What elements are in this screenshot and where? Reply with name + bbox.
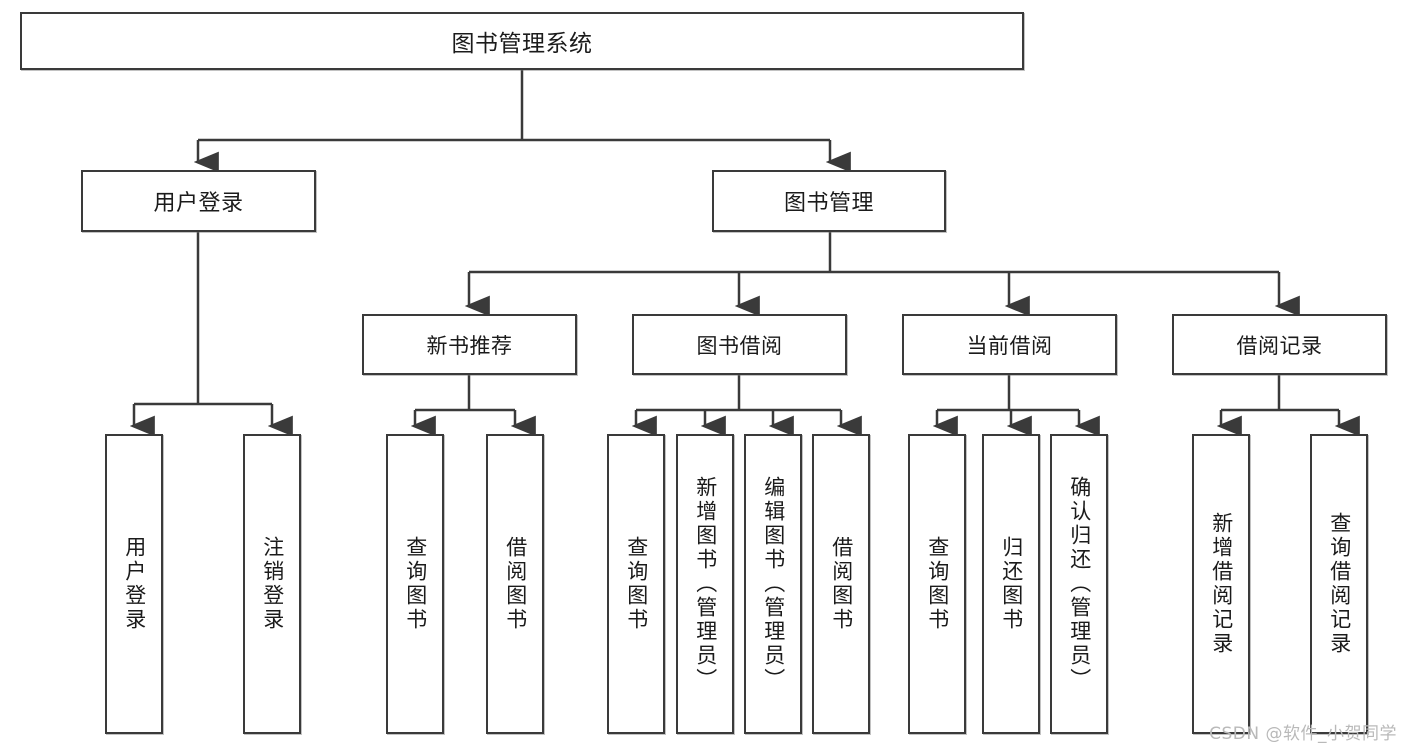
leaf-node[interactable]: 借阅图书 [486, 434, 544, 734]
leaf-node-label: 借阅图书 [503, 536, 528, 632]
leaf-node[interactable]: 借阅图书 [812, 434, 870, 734]
leaf-node[interactable]: 归还图书 [982, 434, 1040, 734]
node-root-label: 图书管理系统 [451, 31, 593, 57]
leaf-node-label: 注销登录 [260, 536, 285, 632]
leaf-node-label: 查询图书 [403, 536, 428, 632]
leaf-node-label: 用户登录 [122, 536, 147, 632]
node-user-login[interactable]: 用户登录 [81, 170, 316, 232]
leaf-node[interactable]: 用户登录 [105, 434, 163, 734]
leaf-node[interactable]: 新增借阅记录 [1192, 434, 1250, 734]
leaf-node[interactable]: 确认归还（管理员） [1050, 434, 1108, 734]
leaf-node-label: 确认归还（管理员） [1067, 476, 1092, 692]
leaf-node-label: 新增图书（管理员） [693, 476, 718, 692]
node-user-login-label: 用户登录 [153, 191, 244, 216]
node-book-management-label: 图书管理 [783, 191, 874, 216]
leaf-node[interactable]: 查询图书 [386, 434, 444, 734]
node-root[interactable]: 图书管理系统 [20, 12, 1024, 70]
node-book-management[interactable]: 图书管理 [712, 170, 946, 232]
node-book-borrow[interactable]: 图书借阅 [632, 314, 847, 375]
leaf-node-label: 归还图书 [999, 536, 1024, 632]
leaf-node[interactable]: 编辑图书（管理员） [744, 434, 802, 734]
leaf-node-label: 编辑图书（管理员） [761, 476, 786, 692]
leaf-node[interactable]: 注销登录 [243, 434, 301, 734]
leaf-node-label: 查询借阅记录 [1327, 512, 1352, 656]
node-new-book-recommend[interactable]: 新书推荐 [362, 314, 577, 375]
leaf-node[interactable]: 查询图书 [908, 434, 966, 734]
node-book-borrow-label: 图书借阅 [696, 333, 783, 358]
leaf-node[interactable]: 查询图书 [607, 434, 665, 734]
watermark: CSDN @软件_小贺同学 [1209, 724, 1397, 744]
node-new-book-recommend-label: 新书推荐 [426, 333, 513, 358]
leaf-node-label: 新增借阅记录 [1209, 512, 1234, 656]
leaf-node[interactable]: 查询借阅记录 [1310, 434, 1368, 734]
node-borrow-record[interactable]: 借阅记录 [1172, 314, 1387, 375]
leaf-node-label: 查询图书 [925, 536, 950, 632]
node-borrow-record-label: 借阅记录 [1236, 333, 1323, 358]
leaf-node-label: 查询图书 [624, 536, 649, 632]
leaf-node[interactable]: 新增图书（管理员） [676, 434, 734, 734]
node-current-borrow[interactable]: 当前借阅 [902, 314, 1117, 375]
leaf-node-label: 借阅图书 [829, 536, 854, 632]
node-current-borrow-label: 当前借阅 [966, 333, 1053, 358]
